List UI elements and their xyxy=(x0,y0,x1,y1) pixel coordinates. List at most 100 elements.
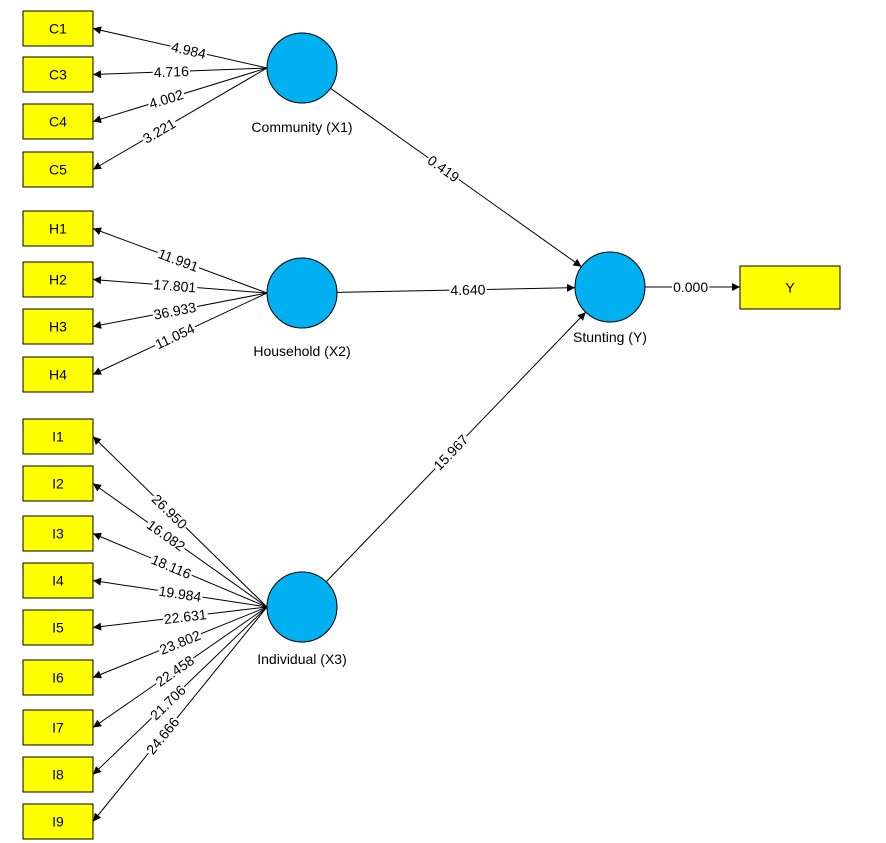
construct-circle xyxy=(266,257,338,329)
indicator-box xyxy=(22,659,94,696)
indicator-i8: I8 xyxy=(22,756,94,793)
indicator-box xyxy=(22,261,94,298)
indicator-box xyxy=(22,308,94,345)
indicator-label: H3 xyxy=(49,319,67,335)
indicator-label: H4 xyxy=(49,367,67,383)
indicator-label: I4 xyxy=(52,573,64,589)
construct-label: Individual (X3) xyxy=(257,651,347,667)
construct-community-x1: Community (X1) xyxy=(251,32,353,135)
indicator-i1: I1 xyxy=(22,418,94,455)
indicator-h2: H2 xyxy=(22,261,94,298)
loading-c1-label: 4.984 xyxy=(170,39,208,62)
loading-c4-label-bg xyxy=(146,87,186,111)
indicator-i5: I5 xyxy=(22,609,94,646)
indicator-label: I6 xyxy=(52,670,64,686)
construct-label: Stunting (Y) xyxy=(573,329,647,345)
indicator-i2: I2 xyxy=(22,465,94,502)
indicator-box xyxy=(22,418,94,455)
path-x2-to-y-label: 4.640 xyxy=(450,281,486,298)
loading-c5 xyxy=(92,67,268,170)
indicator-label: C1 xyxy=(49,21,67,37)
loading-y-label: 0.000 xyxy=(673,279,708,295)
loading-h1-label-bg xyxy=(155,246,202,274)
indicator-box xyxy=(22,10,94,47)
construct-household-x2: Household (X2) xyxy=(253,257,351,359)
loading-h2-label-bg xyxy=(151,278,198,294)
loading-c5-label: 3.221 xyxy=(140,115,179,147)
construct-circle xyxy=(574,251,646,323)
indicator-label: Y xyxy=(785,280,795,296)
indicator-label: I2 xyxy=(52,476,64,492)
loading-i9-line xyxy=(92,606,268,822)
loading-i6-label-bg xyxy=(156,628,204,657)
loading-c1-label-bg xyxy=(169,40,209,61)
loading-i3-label-bg xyxy=(148,552,194,581)
indicator-box xyxy=(739,265,841,310)
indicator-label: H1 xyxy=(49,221,67,237)
indicator-label: I8 xyxy=(52,767,64,783)
indicator-y: Y xyxy=(739,265,841,310)
loading-i7-label-bg xyxy=(152,653,197,689)
loading-h4-label: 11.054 xyxy=(152,320,197,352)
indicator-c1: C1 xyxy=(22,10,94,47)
indicator-label: I3 xyxy=(52,526,64,542)
loading-i3-label: 18.116 xyxy=(149,551,194,582)
indicator-box xyxy=(22,356,94,393)
loading-y-label-bg xyxy=(672,281,710,293)
indicator-i4: I4 xyxy=(22,562,94,599)
indicator-label: I5 xyxy=(52,620,64,636)
construct-label: Household (X2) xyxy=(253,343,350,359)
construct-stunting-y: Stunting (Y) xyxy=(573,251,647,345)
indicator-label: I7 xyxy=(52,720,64,736)
loading-i5-label-bg xyxy=(162,607,209,626)
loading-h4-label-bg xyxy=(152,321,198,351)
loading-c3-label: 4.716 xyxy=(153,63,189,80)
construct-label: Community (X1) xyxy=(251,119,352,135)
indicator-i6: I6 xyxy=(22,659,94,696)
indicator-label: C5 xyxy=(49,162,67,178)
indicator-c4: C4 xyxy=(22,103,94,140)
loading-i1-label-bg xyxy=(149,491,190,532)
indicator-box xyxy=(22,465,94,502)
indicator-c3: C3 xyxy=(22,56,94,93)
indicator-box xyxy=(22,609,94,646)
loading-i6-label: 23.802 xyxy=(157,627,203,658)
indicator-box xyxy=(22,56,94,93)
loading-i8-label-bg xyxy=(147,682,189,723)
indicator-label: C4 xyxy=(49,114,67,130)
indicator-h4: H4 xyxy=(22,356,94,393)
loading-h2-label: 17.801 xyxy=(153,276,197,295)
loading-i4-label-bg xyxy=(156,584,204,604)
indicator-box xyxy=(22,803,94,840)
loading-i9 xyxy=(92,606,268,822)
path-x3-to-y-label: 15.967 xyxy=(430,431,471,473)
indicator-h3: H3 xyxy=(22,308,94,345)
loading-i9-label-bg xyxy=(143,714,182,757)
loading-c5-label-bg xyxy=(140,116,179,146)
indicator-label: H2 xyxy=(49,272,67,288)
loading-i5-label: 22.631 xyxy=(163,606,208,627)
indicator-label: I1 xyxy=(52,429,64,445)
loading-c4-label: 4.002 xyxy=(147,86,185,112)
indicator-box xyxy=(22,709,94,746)
construct-circle xyxy=(266,571,338,643)
construct-circle xyxy=(266,32,338,104)
path-x3-to-y-label-bg xyxy=(430,431,471,473)
indicator-h1: H1 xyxy=(22,210,94,247)
construct-individual-x3: Individual (X3) xyxy=(257,571,347,667)
indicator-box xyxy=(22,210,94,247)
path-x1-to-y-label-bg xyxy=(424,152,463,185)
loading-h3-label-bg xyxy=(151,300,199,321)
indicator-box xyxy=(22,756,94,793)
indicator-box xyxy=(22,151,94,188)
loading-i4-label: 19.984 xyxy=(158,583,203,605)
indicator-i9: I9 xyxy=(22,803,94,840)
indicator-label: C3 xyxy=(49,67,67,83)
indicator-box xyxy=(22,562,94,599)
indicator-c5: C5 xyxy=(22,151,94,188)
loading-i2-label-bg xyxy=(144,517,189,554)
indicator-label: I9 xyxy=(52,814,64,830)
indicator-box xyxy=(22,103,94,140)
